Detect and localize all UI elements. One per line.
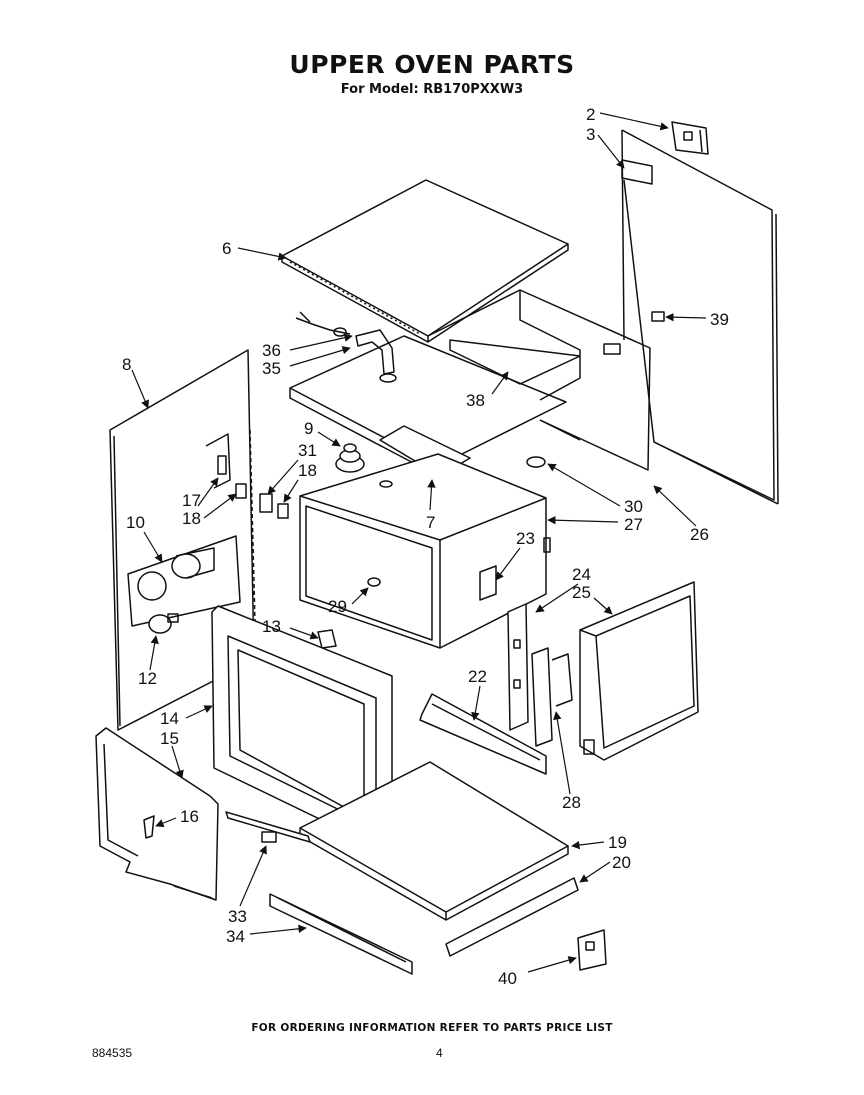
part-13-clip [317,629,337,649]
part-34-bottom-strip [269,893,413,975]
callout-18-upper: 18 [298,461,317,480]
part-23-bracket [479,565,497,601]
part-33-trim-strip [225,811,311,843]
part-25-inner-door [579,581,699,761]
callout-7: 7 [426,513,435,532]
callout-8: 8 [122,355,131,374]
part-9-vent-gasket [335,443,365,473]
callout-6: 6 [222,239,231,258]
callout-30: 30 [624,497,643,516]
callout-40: 40 [498,969,517,988]
page-number: 4 [436,1046,443,1060]
callout-25: 25 [572,583,591,602]
callout-39: 39 [710,310,729,329]
part-28-hinge [531,647,573,747]
part-14-front-frame [211,605,393,855]
callout-18-lower: 18 [182,509,201,528]
callout-31: 31 [298,441,317,460]
callout-20: 20 [612,853,631,872]
part-20-side-rail [445,877,579,957]
part-18-clip-right [277,503,289,519]
part-16-clip [143,815,155,839]
callout-3: 3 [586,125,595,144]
callout-12: 12 [138,669,157,688]
part-10-light-assembly [127,535,241,627]
part-27-oven-liner [299,453,551,649]
model-subtitle: For Model: RB170PXXW3 [340,82,524,97]
callout-34: 34 [226,927,245,946]
callout-13: 13 [262,617,281,636]
callout-24: 24 [572,565,591,584]
callout-23: 23 [516,529,535,548]
callout-22: 22 [468,667,487,686]
part-2-top-bracket [671,121,709,155]
document-number: 884535 [92,1046,133,1060]
ordering-note: FOR ORDERING INFORMATION REFER TO PARTS … [251,1022,613,1034]
part-18-clip-left [235,483,247,499]
callout-26: 26 [690,525,709,544]
diagram-title: UPPER OVEN PARTS [289,50,575,79]
part-35-vent-tube [355,329,397,383]
callout-2: 2 [586,105,595,124]
callout-29: 29 [328,597,347,616]
callout-33: 33 [228,907,247,926]
part-24-hinge-receptacle [507,603,529,731]
callout-35: 35 [262,359,281,378]
part-12-bulb [148,613,179,634]
callout-16: 16 [180,807,199,826]
part-26-rear-panel [621,129,779,505]
part-30-cap [526,456,546,468]
callout-15: 15 [160,729,179,748]
callout-10: 10 [126,513,145,532]
part-40-bracket [577,929,607,971]
part-15-gasket [95,727,219,901]
part-31-switch [259,493,273,513]
part-22-support-rail [419,693,547,775]
part-6-top-panel [281,179,569,343]
part-38-upper-frame [427,289,651,471]
callout-28: 28 [562,793,581,812]
callout-17: 17 [182,491,201,510]
part-36-wire-harness [295,311,351,337]
callout-38: 38 [466,391,485,410]
part-17-bracket [205,433,231,489]
part-3-plate [621,159,653,185]
oven-top-frame [289,335,567,477]
callout-19: 19 [608,833,627,852]
callout-36: 36 [262,341,281,360]
callout-14: 14 [160,709,179,728]
part-29-plug [367,577,381,587]
callout-9: 9 [304,419,313,438]
part-19-bottom-panel [299,761,569,921]
part-39-clip [651,311,665,322]
callout-27: 27 [624,515,643,534]
